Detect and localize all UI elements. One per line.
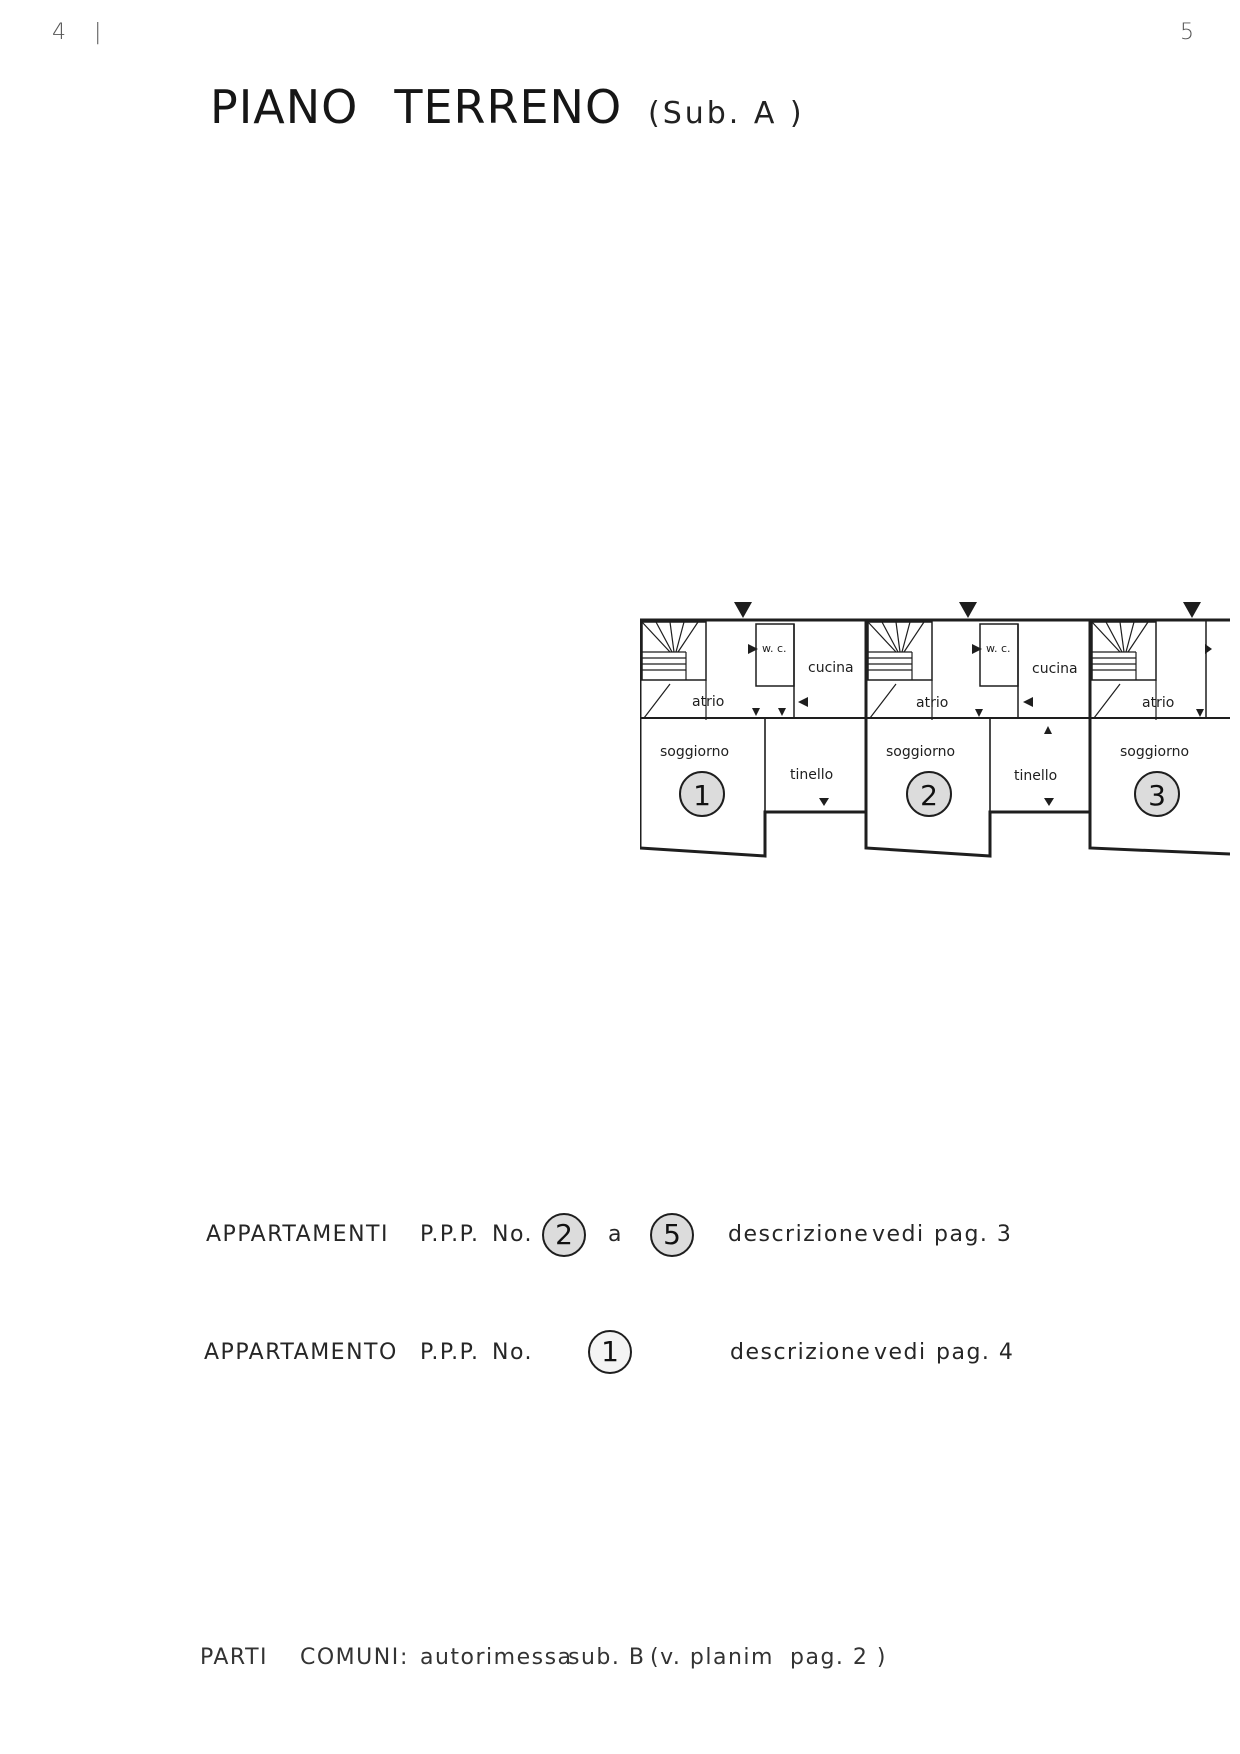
- page-number-right: 5: [1180, 20, 1194, 45]
- label-appartamenti: APPARTAMENTI: [206, 1222, 389, 1247]
- label-planim: (v. planim: [650, 1645, 774, 1670]
- label-a: a: [608, 1222, 623, 1247]
- room-label-soggiorno-2: soggiorno: [886, 744, 955, 760]
- label-vedi-2: vedi: [874, 1340, 927, 1365]
- title-word-piano: PIANO: [210, 80, 359, 134]
- unit-badge-3: 3: [1148, 779, 1166, 812]
- line-appartamenti: APPARTAMENTI: [206, 1222, 389, 1247]
- label-pag-2: pag. 2 ): [790, 1645, 887, 1670]
- label-autorimessa: autorimessa: [420, 1645, 573, 1670]
- label-ppp-1: P.P.P.: [420, 1222, 480, 1247]
- label-vedi-1: vedi: [872, 1222, 925, 1247]
- room-label-wc-2: w. c.: [986, 642, 1011, 655]
- floor-plan: w. c. w. c. cucina cucina atrio atrio at…: [640, 602, 1230, 858]
- room-label-atrio-2: atrio: [916, 695, 948, 711]
- unit-badge-2: 2: [920, 779, 938, 812]
- label-parti: PARTI: [200, 1645, 269, 1670]
- page-number-left: 4 |: [52, 20, 102, 45]
- label-descrizione-1: descrizione: [728, 1222, 870, 1247]
- label-comuni: COMUNI: [300, 1645, 400, 1670]
- label-pag-3: pag. 3: [934, 1222, 1013, 1247]
- badge-apartment-1: 1: [588, 1330, 632, 1374]
- room-label-soggiorno-3: soggiorno: [1120, 744, 1189, 760]
- room-label-tinello-2: tinello: [1014, 768, 1057, 784]
- label-no-2: No.: [492, 1340, 534, 1365]
- room-label-atrio-3: atrio: [1142, 695, 1174, 711]
- label-sub-b: sub. B: [568, 1645, 646, 1670]
- room-label-atrio-1: atrio: [692, 694, 724, 710]
- label-pag-4: pag. 4: [936, 1340, 1015, 1365]
- room-label-wc-1: w. c.: [762, 642, 787, 655]
- badge-apartment-5: 5: [650, 1213, 694, 1257]
- badge-apartment-2: 2: [542, 1213, 586, 1257]
- label-no-1: No.: [492, 1222, 534, 1247]
- room-label-cucina-1: cucina: [808, 660, 854, 676]
- title-word-terreno: TERRENO: [394, 80, 623, 134]
- unit-badge-1: 1: [693, 779, 711, 812]
- room-label-tinello-1: tinello: [790, 767, 833, 783]
- page-subtitle: (Sub. A ): [648, 96, 805, 131]
- label-descrizione-2: descrizione: [730, 1340, 872, 1365]
- page-title: PIANO TERRENO: [210, 80, 622, 134]
- room-label-soggiorno-1: soggiorno: [660, 744, 729, 760]
- label-ppp-2: P.P.P.: [420, 1340, 480, 1365]
- label-colon: :: [400, 1645, 409, 1670]
- room-label-cucina-2: cucina: [1032, 661, 1078, 677]
- label-appartamento: APPARTAMENTO: [204, 1340, 398, 1365]
